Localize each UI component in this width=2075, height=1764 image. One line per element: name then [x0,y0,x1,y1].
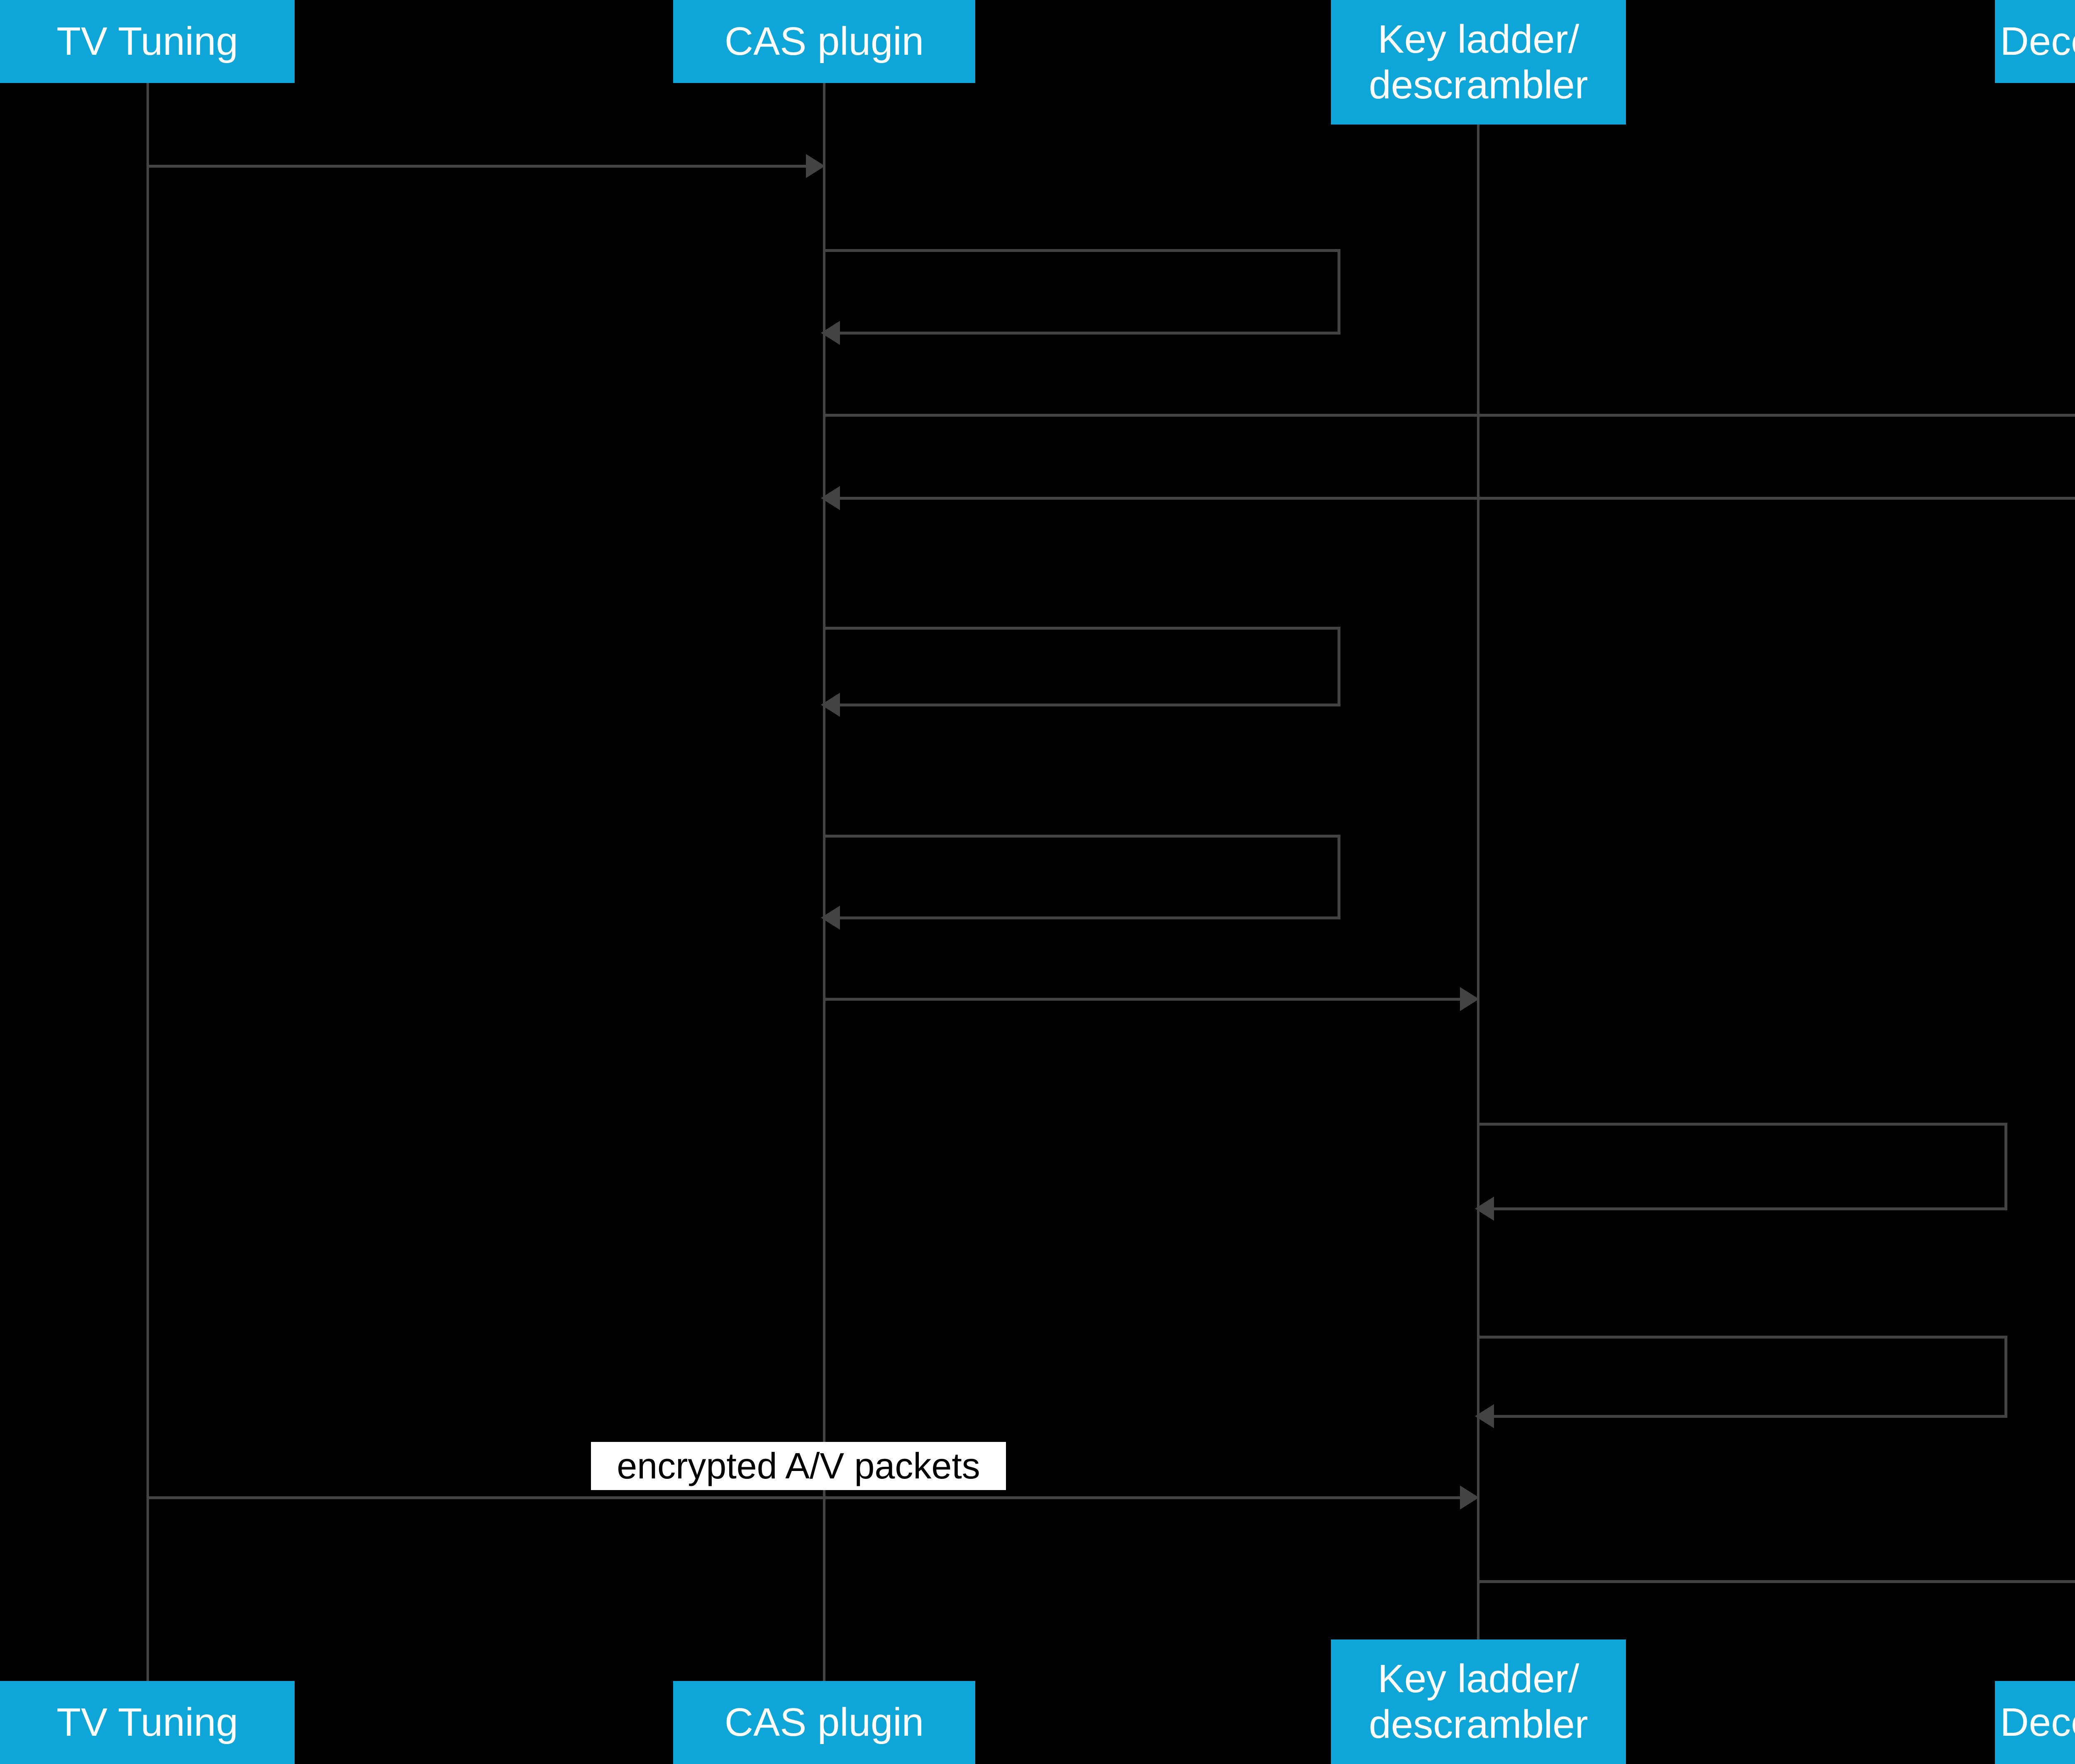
self-message-bottom-line [837,704,1340,706]
actor-label: TV Tuning [56,1700,238,1744]
actor-box-top-decode-display: Decode, display [1995,0,2075,83]
lifeline-cas-plugin [823,83,825,1681]
self-message-top-line [1478,1336,2007,1339]
message-line [837,497,2075,500]
message-arrowhead [821,486,840,510]
actor-label: Key ladder/ descrambler [1369,1656,1588,1747]
self-message-right-line [1338,249,1340,335]
message-arrowhead [806,154,825,178]
self-message-bottom-line [1492,1415,2007,1418]
self-message-top-line [824,249,1340,252]
self-message-arrowhead [821,693,840,717]
self-message-right-line [2004,1336,2007,1418]
self-message-arrowhead [1475,1197,1494,1221]
self-message-arrowhead [1475,1404,1494,1428]
message-line [1478,1580,2075,1583]
self-message-arrowhead [821,906,840,930]
lifeline-tv-tuning [146,83,149,1681]
self-message-right-line [1338,835,1340,919]
actor-label: CAS plugin [724,1700,924,1744]
self-message-right-line [1338,627,1340,706]
lifeline-key-ladder-descrambler [1477,125,1479,1639]
actor-label: Key ladder/ descrambler [1369,17,1588,107]
self-message-top-line [824,835,1340,838]
actor-box-bottom-tv-tuning: TV Tuning [0,1681,295,1764]
actor-box-top-tv-tuning: TV Tuning [0,0,295,83]
self-message-top-line [824,627,1340,630]
message-line [824,998,1462,1001]
self-message-arrowhead [821,321,840,345]
message-arrowhead [1460,1485,1479,1510]
message-arrowhead [1460,987,1479,1011]
self-message-bottom-line [837,332,1340,335]
self-message-bottom-line [837,916,1340,919]
actor-box-bottom-key-ladder-descrambler: Key ladder/ descrambler [1331,1639,1626,1764]
actor-box-top-cas-plugin: CAS plugin [673,0,975,83]
self-message-bottom-line [1492,1207,2007,1210]
actor-label: Decode, display [2000,19,2075,64]
actor-box-bottom-decode-display: Decode, display [1995,1681,2075,1764]
actor-label: Decode, display [2000,1700,2075,1744]
actor-box-bottom-cas-plugin: CAS plugin [673,1681,975,1764]
actor-label: TV Tuning [56,19,238,64]
message-line [148,1496,1462,1499]
message-line [824,414,2075,417]
self-message-right-line [2004,1123,2007,1210]
self-message-top-line [1478,1123,2007,1126]
actor-label: CAS plugin [724,19,924,64]
message-line [148,165,808,168]
message-label: encrypted A/V packets [591,1442,1006,1490]
actor-box-top-key-ladder-descrambler: Key ladder/ descrambler [1331,0,1626,125]
